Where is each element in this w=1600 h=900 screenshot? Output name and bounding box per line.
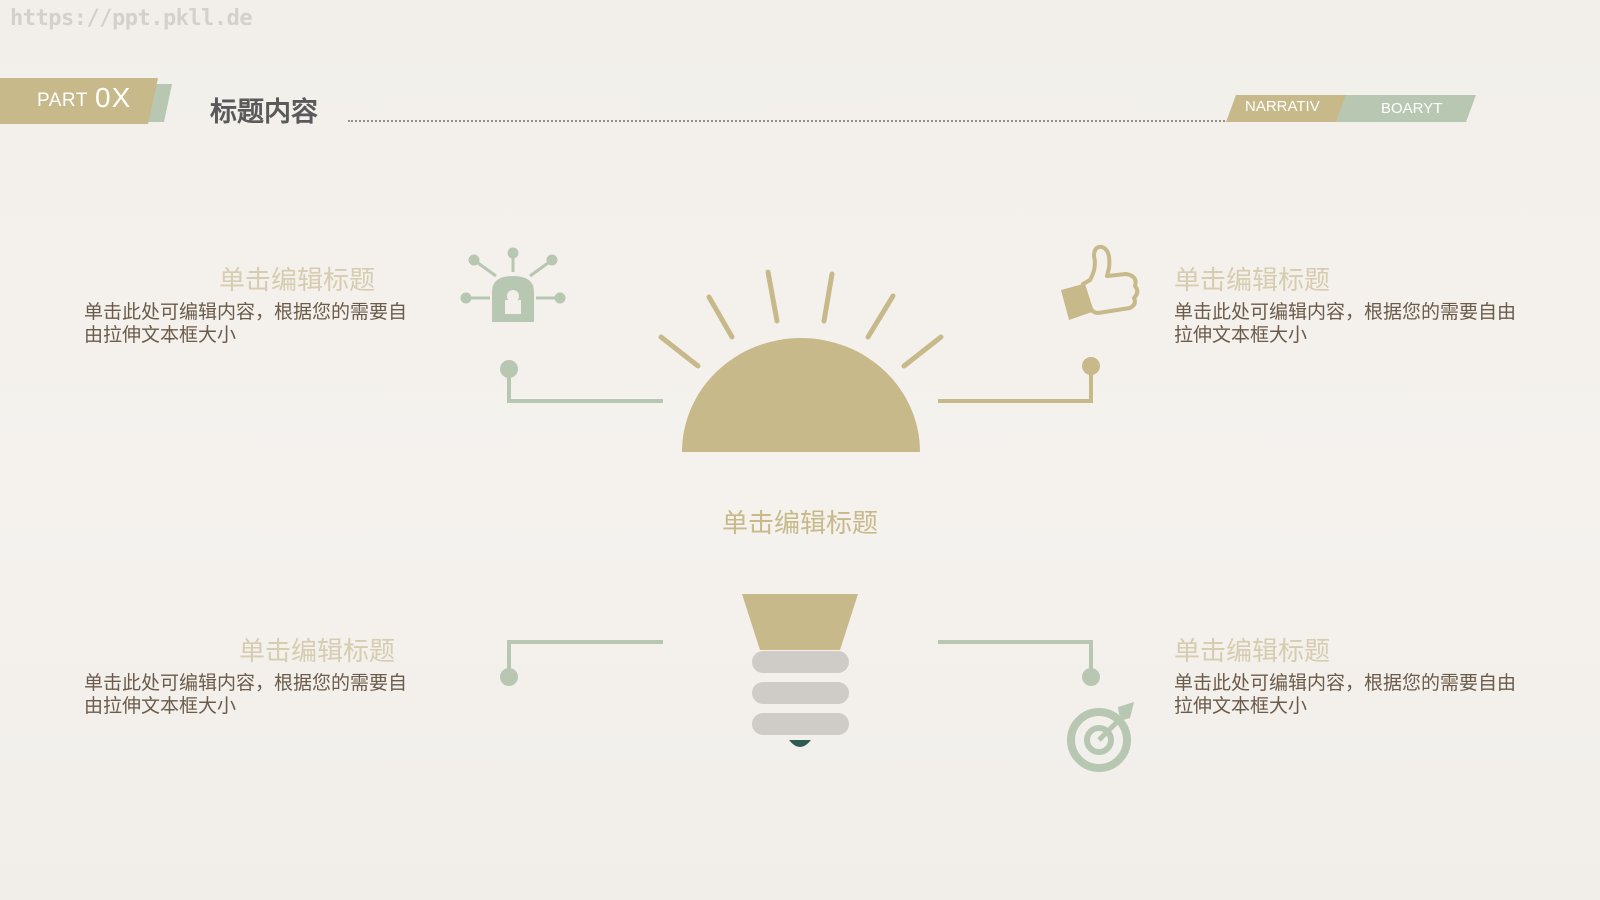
title-divider — [348, 120, 1241, 122]
item-title-bottom-left: 单击编辑标题 — [239, 637, 396, 667]
item-title-top-left: 单击编辑标题 — [219, 266, 376, 296]
light-rays — [658, 269, 944, 369]
watermark: https://ppt.pkll.de — [10, 6, 253, 31]
part-tag — [0, 78, 172, 124]
connectors — [507, 367, 1093, 676]
part-number: 0X — [95, 82, 132, 113]
bulb-screw — [752, 651, 849, 735]
item-title-top-right: 单击编辑标题 — [1174, 266, 1331, 296]
page-title: 标题内容 — [210, 97, 318, 128]
part-tag-shape — [0, 78, 172, 124]
bulb-tip — [789, 740, 811, 747]
bulb-neck — [742, 594, 858, 650]
tag-narrativ: NARRATIV — [1245, 98, 1320, 115]
item-title-bottom-right: 单击编辑标题 — [1174, 637, 1331, 667]
center-title: 单击编辑标题 — [722, 509, 879, 539]
item-body-top-right: 单击此处可编辑内容，根据您的需要自由拉伸文本框大小 — [1174, 301, 1517, 346]
item-body-bottom-left: 单击此处可编辑内容，根据您的需要自由拉伸文本框大小 — [84, 672, 408, 717]
item-body-bottom-right: 单击此处可编辑内容，根据您的需要自由拉伸文本框大小 — [1174, 672, 1517, 717]
bulb-dome — [682, 338, 920, 452]
tag-boaryt: BOARYT — [1381, 100, 1443, 117]
item-body-top-left: 单击此处可编辑内容，根据您的需要自由拉伸文本框大小 — [84, 301, 408, 346]
part-label: PART — [37, 90, 88, 111]
